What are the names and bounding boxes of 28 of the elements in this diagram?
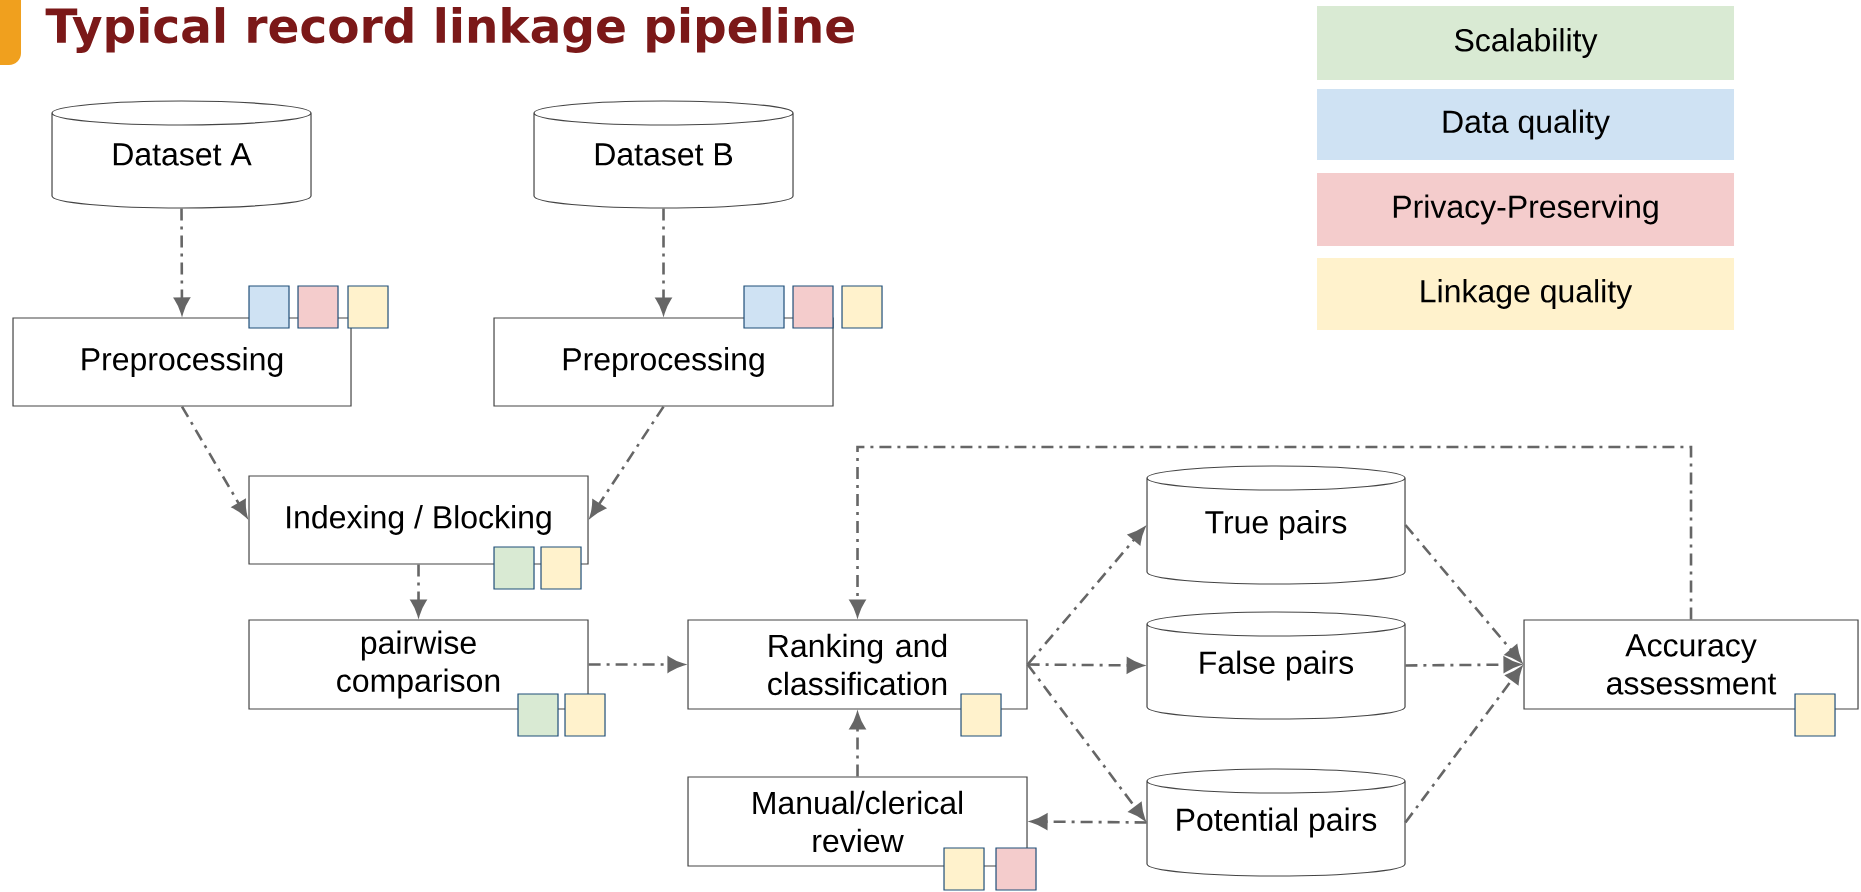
legend-item: Scalability [1317,6,1734,80]
database-cylinder: True pairs [1146,465,1406,585]
arrow [589,405,665,518]
process-box: Preprocessing [493,317,834,407]
arrow [849,445,1693,620]
legend-item: Data quality [1317,89,1734,160]
process-box: Indexing / Blocking [248,475,589,565]
database-cylinder: False pairs [1146,611,1406,720]
arrow [1404,524,1522,663]
arrow [1405,656,1521,673]
database-cylinder: Potential pairs [1146,768,1406,877]
process-box: pairwise comparison [248,619,589,710]
title: Typical record linkage pipeline [45,7,854,53]
database-cylinder: Dataset A [51,100,312,209]
arrow [1026,527,1145,666]
arrow [1026,663,1146,821]
process-box: Preprocessing [12,317,352,407]
arrow [174,208,190,315]
database-cylinder: Dataset B [533,100,794,209]
arrow [1404,666,1522,824]
process-box: Ranking and classification [687,619,1028,710]
arrow [1030,813,1147,830]
arrow [588,656,685,673]
legend-item: Linkage quality [1317,258,1734,330]
legend-item: Privacy-Preserving [1317,173,1734,246]
process-box: Accuracy assessment [1523,619,1859,710]
process-box: Manual/clerical review [687,776,1028,867]
arrow [180,405,248,518]
